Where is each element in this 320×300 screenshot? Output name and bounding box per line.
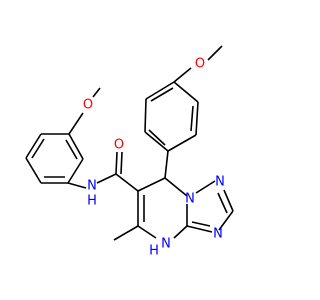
bond-ring2-e xyxy=(68,133,84,160)
bond-n3-c3a-2 xyxy=(191,221,211,227)
atom-n-pyrimidine-4: N xyxy=(161,237,171,252)
bond-ring1-a xyxy=(173,81,199,103)
bond-camide-o-1 xyxy=(115,151,118,175)
bond-ring1-c xyxy=(167,134,197,152)
atom-o-methoxy-top: O xyxy=(195,57,205,72)
bond-camide-n xyxy=(96,173,117,184)
bond-n8-n1 xyxy=(195,180,216,194)
bond-n4-c3a xyxy=(173,225,188,239)
bond-methyl-o-top xyxy=(207,45,223,61)
bond-c5-n4 xyxy=(137,225,157,239)
bond-ring1-d xyxy=(144,131,169,152)
bond-n1-c2-b xyxy=(217,192,228,214)
bond-camide-o-2 xyxy=(120,151,123,175)
bond-ring1-inner-3 xyxy=(150,87,174,102)
bond-o-ring-top xyxy=(173,67,192,83)
bond-c2-n3 xyxy=(218,210,234,231)
bond-ring1-c7 xyxy=(164,150,169,179)
bond-ring2-c xyxy=(25,133,42,159)
atom-o-methoxy-left: O xyxy=(83,98,93,113)
bond-o-left-methyl xyxy=(92,87,101,98)
bond-camide-c6 xyxy=(115,173,139,192)
bond-ring1-inner-2 xyxy=(148,129,166,146)
atom-h-pyrimidine-4: H xyxy=(149,244,159,259)
atom-o-amide: O xyxy=(114,138,124,153)
molecule-canvas: O O N H O N N N N H xyxy=(25,45,234,259)
bond-ring2-f xyxy=(67,158,84,184)
atom-n-triazole-2: N xyxy=(185,192,195,207)
bond-ring1-f xyxy=(145,81,175,100)
bond-c7-c6 xyxy=(137,177,166,192)
bond-ring1-e xyxy=(144,98,147,133)
bond-c7-n8 xyxy=(164,177,188,197)
bond-ring2-b xyxy=(25,157,42,184)
bonds xyxy=(25,45,234,241)
atom-n-amide: N xyxy=(87,179,97,194)
bond-n-ring2 xyxy=(67,182,87,189)
bond-ring2-inner-3 xyxy=(65,139,78,160)
atom-labels: O O N H O N N N N H xyxy=(83,57,225,259)
atom-n-triazole-1: N xyxy=(215,175,225,190)
bond-ring2-inner-2 xyxy=(31,138,45,159)
bond-ring2-o-left xyxy=(68,112,84,135)
bond-n1-c2-a xyxy=(223,189,234,212)
bond-ring1-inner-1 xyxy=(190,105,194,132)
bond-c5-methyl xyxy=(113,225,139,241)
bond-n3-c3a-1 xyxy=(186,225,213,233)
atom-h-amide: H xyxy=(87,194,97,209)
bond-ring1-b xyxy=(195,101,199,136)
atom-n-triazole-3: N xyxy=(213,227,223,242)
